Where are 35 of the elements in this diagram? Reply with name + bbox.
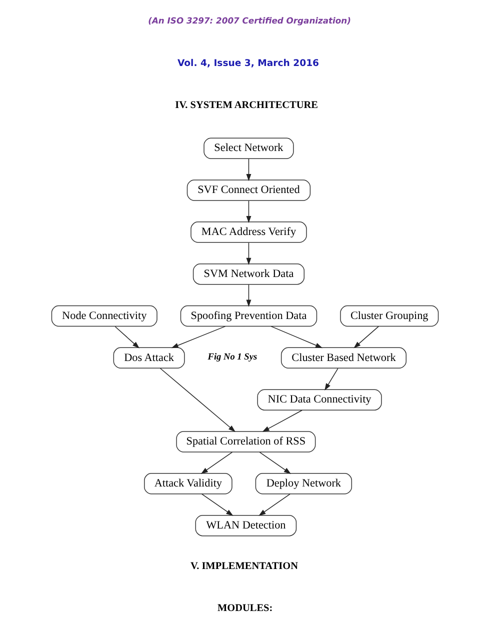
arrow	[262, 410, 302, 432]
node-box: Deploy Network	[254, 473, 352, 494]
node-box: Cluster Based Network	[280, 347, 406, 369]
node-box: SVM Network Data	[192, 263, 304, 285]
label: MODULES:	[217, 603, 272, 614]
arrow	[258, 494, 290, 516]
node-box: Select Network	[203, 138, 294, 159]
node-box: Cluster Grouping	[340, 305, 438, 327]
node-box: WLAN Detection	[194, 514, 296, 536]
node-box: Node Connectivity	[50, 305, 157, 327]
node-box: Attack Validity	[144, 473, 232, 494]
node-box: Spoofing Prevention Data	[180, 305, 317, 327]
arrow	[201, 494, 233, 516]
node-box: Spatial Correlation of RSS	[176, 431, 316, 452]
arrow	[246, 200, 251, 224]
label: Vol. 4, Issue 3, March 2016	[176, 58, 319, 69]
node-box: MAC Address Verify	[190, 222, 306, 243]
node-box: NIC Data Connectivity	[256, 389, 382, 410]
label: V. IMPLEMENTATION	[190, 561, 298, 572]
node-box: SVF Connect Oriented	[186, 180, 310, 201]
arrow	[159, 368, 236, 432]
label: IV. SYSTEM ARCHITECTURE	[174, 100, 318, 112]
arrow	[353, 326, 378, 348]
arrow	[246, 284, 251, 307]
arrow	[200, 452, 232, 474]
arrow	[270, 326, 322, 348]
arrow	[324, 368, 338, 391]
label: (An ISO 3297: 2007 Certified Organization)	[148, 16, 350, 26]
arrow	[258, 452, 291, 474]
arrow	[170, 326, 226, 348]
node-box: Dos Attack	[112, 347, 184, 369]
arrow	[114, 326, 139, 348]
arrow	[246, 158, 251, 182]
arrow	[246, 242, 251, 265]
label: Fig No 1 Sys	[207, 352, 257, 362]
